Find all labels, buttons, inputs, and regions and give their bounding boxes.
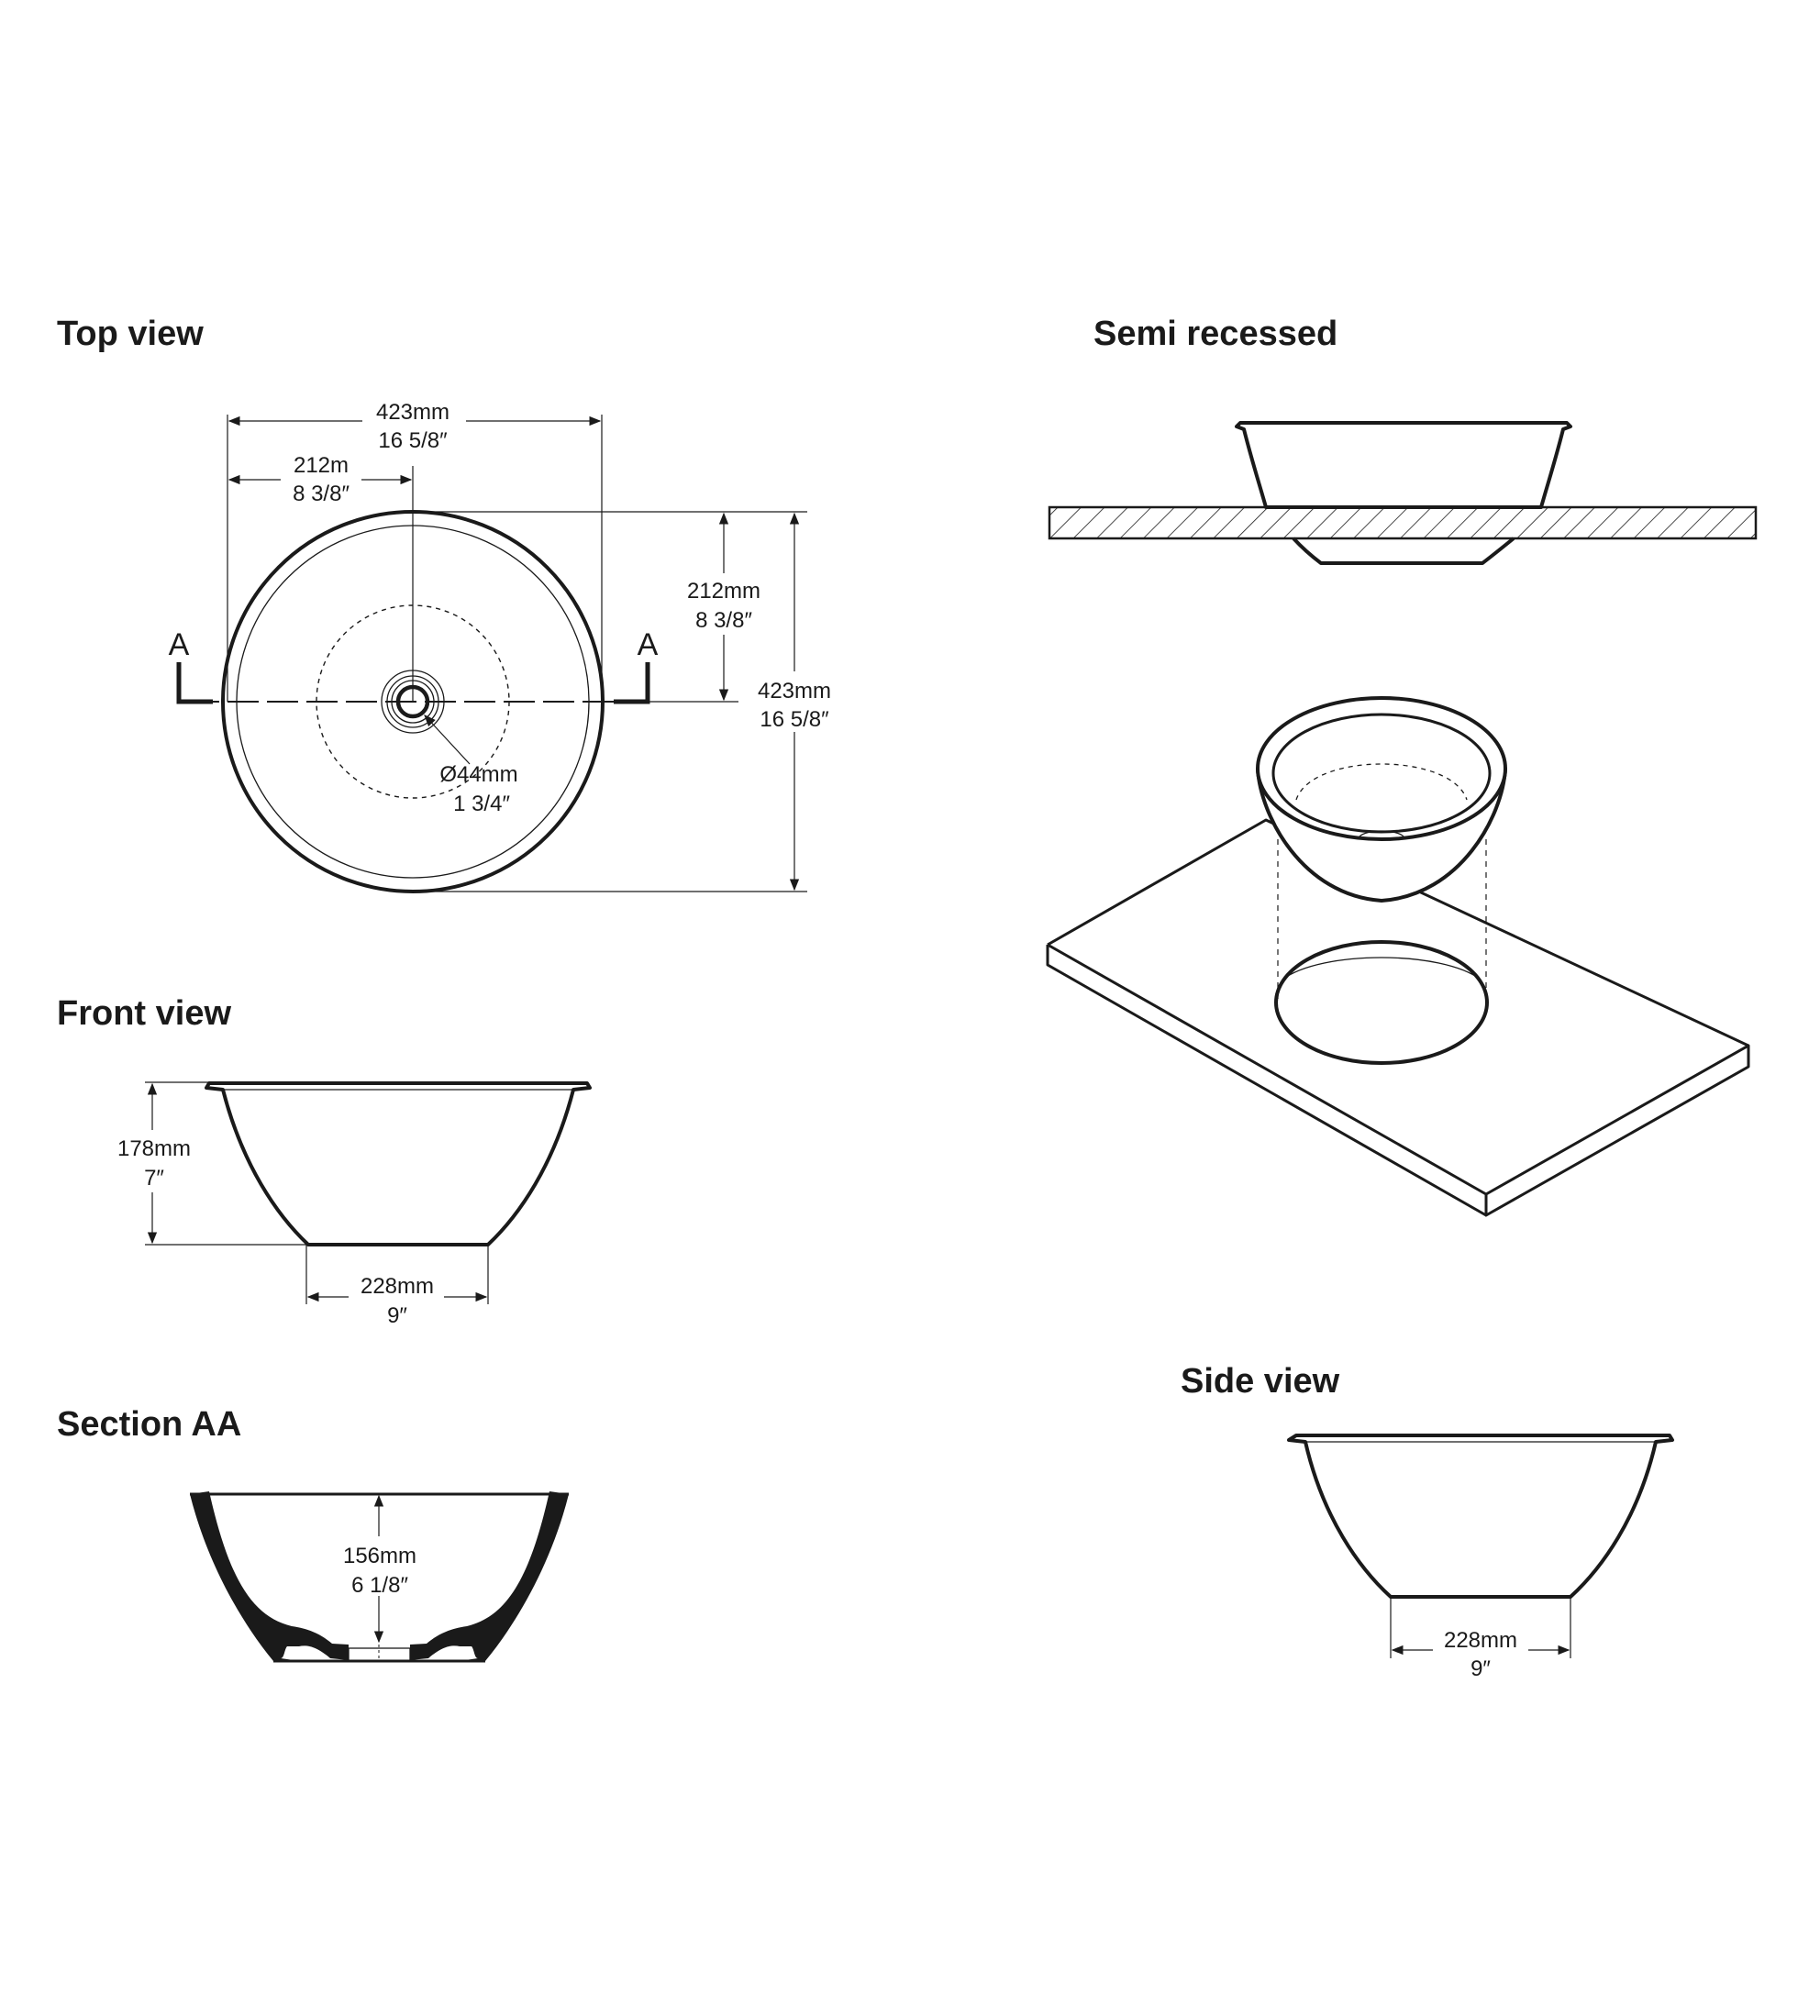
semi-recessed-drawing (1048, 421, 1758, 565)
isometric-basin-hidden-line (1295, 763, 1468, 801)
height-in-label: 7″ (144, 1166, 164, 1191)
isometric-basin-inner-rim (1271, 713, 1492, 834)
depth-mm-label: 423mm (758, 679, 831, 703)
half-depth-mm-label: 212mm (687, 579, 760, 604)
semi-recessed-basin-upper (1235, 421, 1572, 509)
top-view-drawing: A A 423mm 16 5/8″ 212m 8 3/8″ 212mm 8 3/… (169, 400, 831, 893)
section-label-left: A (169, 627, 190, 662)
width-mm-label: 423mm (376, 400, 449, 425)
section-marker-left (176, 662, 213, 704)
countertop-edges (1046, 943, 1749, 1217)
countertop-cutout (1274, 940, 1489, 1065)
isometric-basin-rim (1256, 696, 1507, 841)
section-marker-right (614, 662, 650, 704)
top-view-title: Top view (57, 315, 204, 353)
section-wall-right (410, 1491, 569, 1661)
drain-in-label: 1 3/4″ (453, 792, 510, 816)
cutout-inner-edge (1282, 957, 1482, 980)
inner-depth-mm-label: 156mm (343, 1544, 416, 1568)
half-depth-in-label: 8 3/8″ (695, 608, 752, 633)
half-width-mm-label: 212m (294, 453, 349, 478)
height-mm-label: 178mm (117, 1136, 191, 1161)
section-aa-title: Section AA (57, 1405, 241, 1444)
front-view-title: Front view (57, 994, 231, 1033)
isometric-drawing (1046, 696, 1750, 1217)
base-in-label: 9″ (387, 1303, 407, 1328)
drain-leader (424, 714, 471, 765)
half-width-in-label: 8 3/8″ (293, 482, 350, 506)
front-view-basin (205, 1081, 592, 1246)
side-view-title: Side view (1181, 1362, 1340, 1401)
inner-depth-in-label: 6 1/8″ (351, 1573, 408, 1598)
countertop-slab (1047, 818, 1750, 1217)
side-view-drawing: 228mm 9″ (1287, 1434, 1674, 1681)
semi-recessed-title: Semi recessed (1093, 315, 1337, 353)
section-label-right: A (638, 627, 659, 662)
side-base-mm-label: 228mm (1444, 1628, 1517, 1653)
side-view-basin (1287, 1434, 1674, 1599)
depth-in-label: 16 5/8″ (760, 707, 829, 732)
section-wall-left (190, 1491, 349, 1661)
semi-recessed-basin-lower (1292, 537, 1515, 565)
side-base-in-label: 9″ (1470, 1656, 1491, 1681)
base-mm-label: 228mm (361, 1274, 434, 1299)
drain-mm-label: Ø44mm (439, 762, 517, 787)
width-in-label: 16 5/8″ (378, 428, 448, 453)
front-view-drawing: 178mm 7″ 228mm 9″ (117, 1081, 592, 1328)
isometric-drain (1359, 830, 1404, 837)
countertop-section (1048, 505, 1758, 540)
section-aa-drawing: 156mm 6 1/8″ (190, 1491, 569, 1663)
